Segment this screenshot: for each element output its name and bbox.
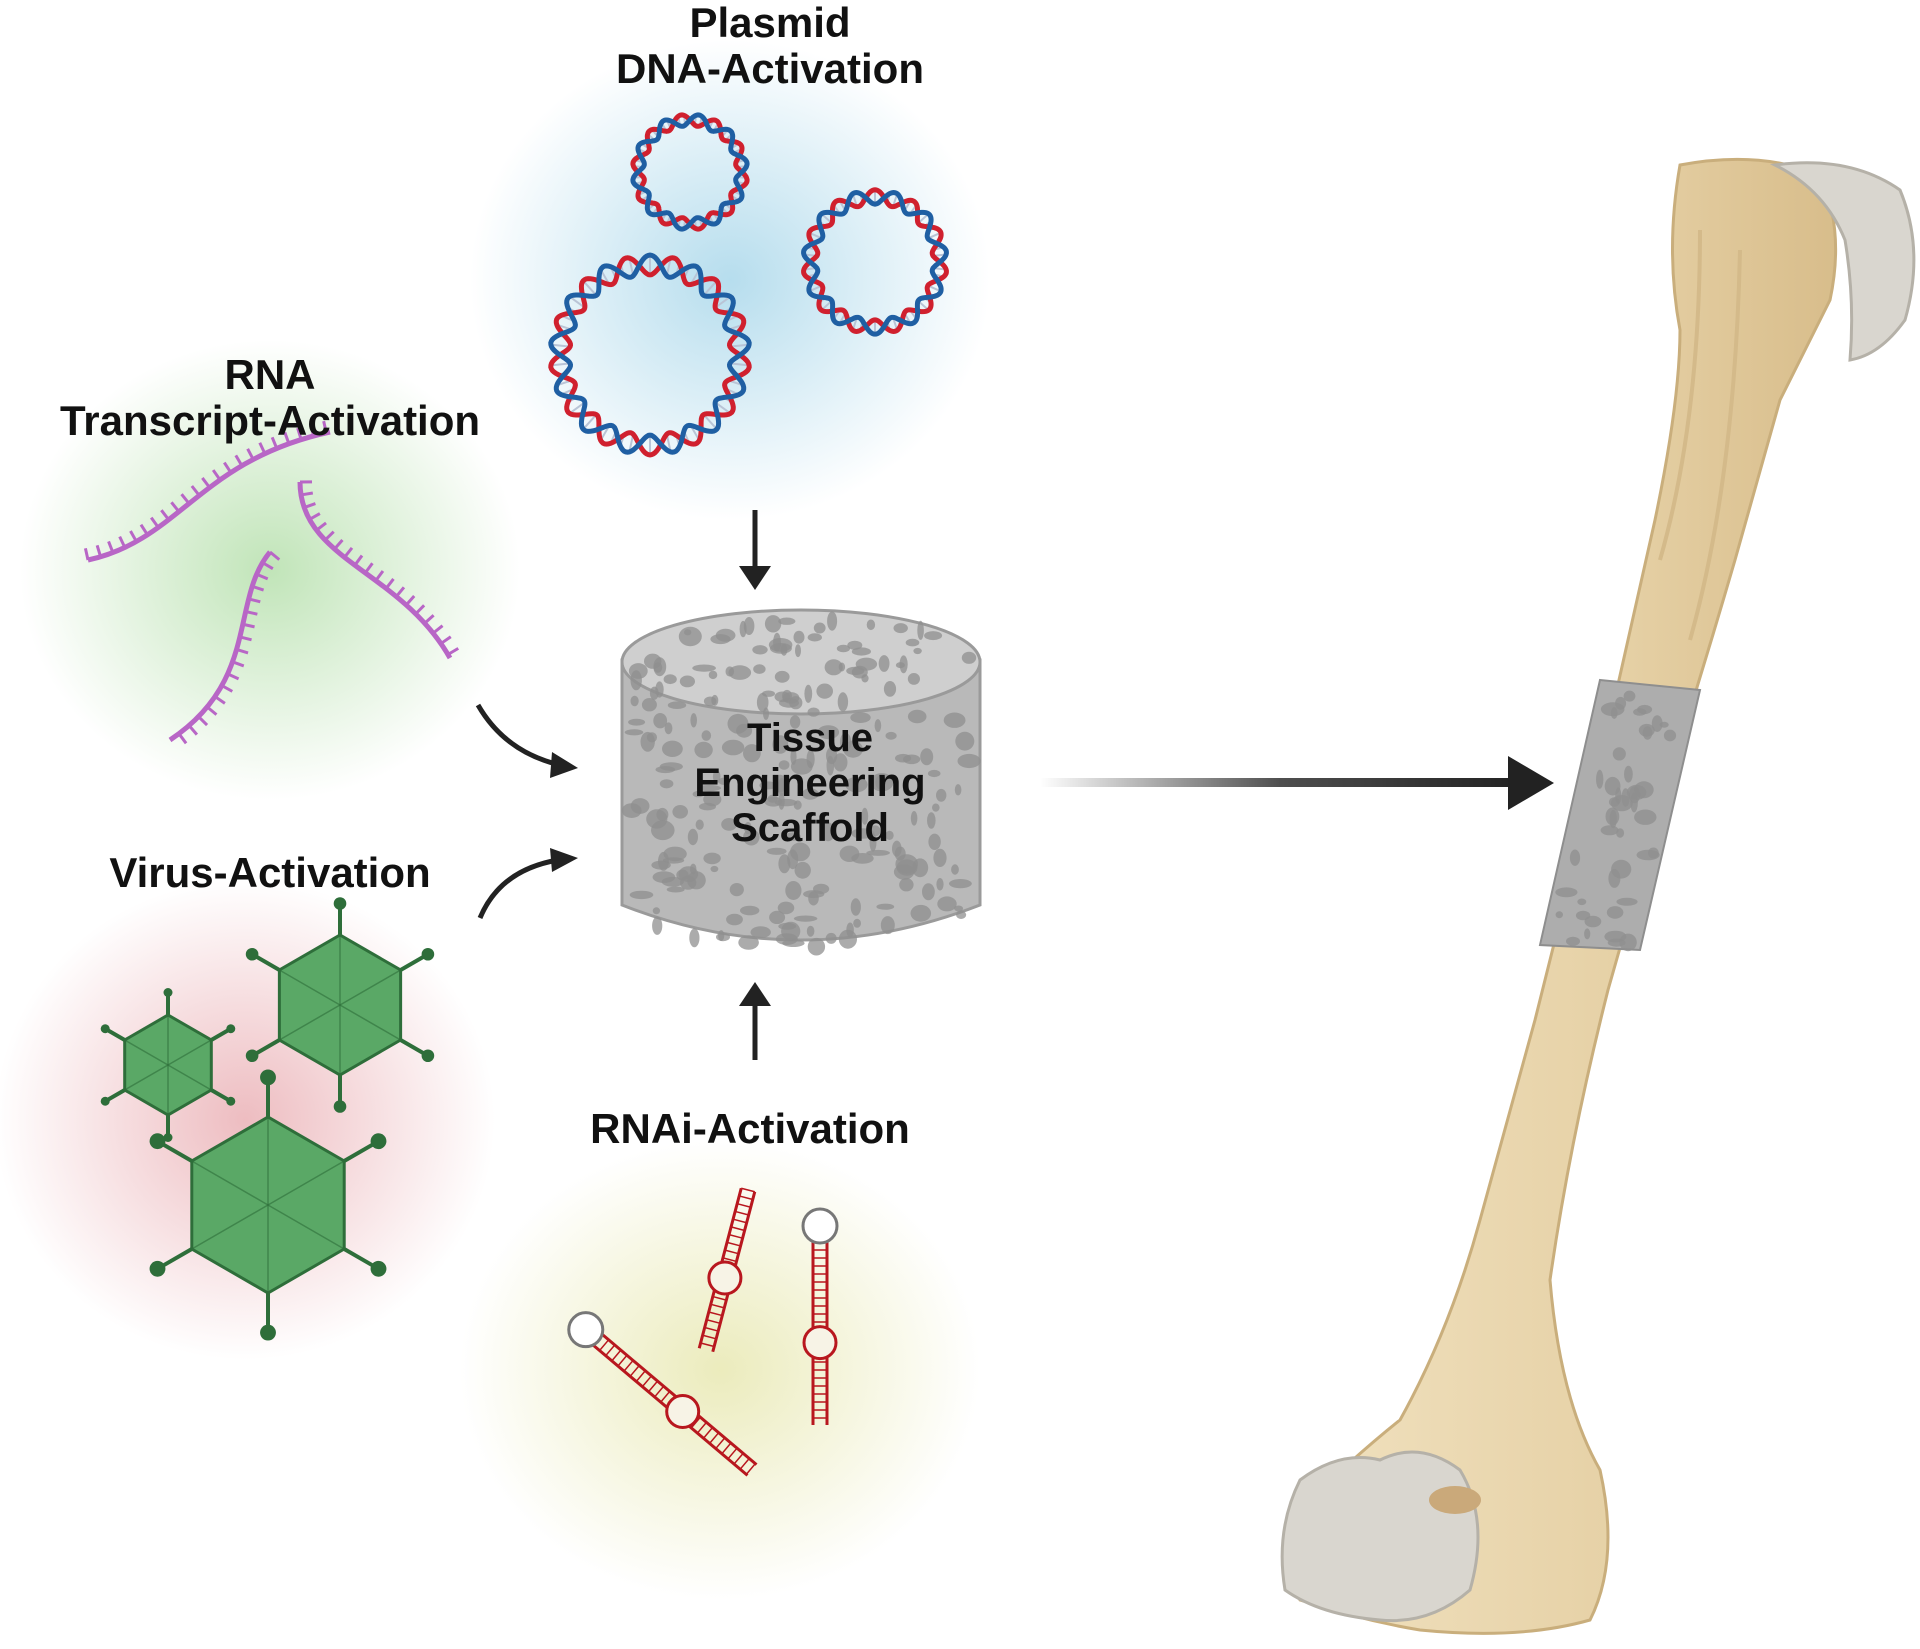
humerus-bone-icon: [1282, 159, 1914, 1633]
rnai-activation-label: RNAi-Activation: [500, 1106, 1000, 1152]
label-line: RNAi-Activation: [500, 1106, 1000, 1152]
plasmid-dna-activation-label: Plasmid DNA-Activation: [500, 0, 1040, 92]
label-line: Scaffold: [640, 806, 980, 851]
arrow-rna-to-scaffold: [478, 705, 578, 778]
rnai-glow: [460, 1140, 980, 1600]
label-line: Virus-Activation: [30, 850, 510, 896]
label-line: Plasmid: [500, 0, 1040, 46]
label-line: DNA-Activation: [500, 46, 1040, 92]
arrow-plasmid-to-scaffold: [739, 510, 771, 590]
tissue-engineering-scaffold-label: Tissue Engineering Scaffold: [640, 716, 980, 851]
arrow-rnai-to-scaffold: [739, 982, 771, 1060]
label-line: RNA: [0, 352, 540, 398]
virus-activation-label: Virus-Activation: [30, 850, 510, 896]
label-line: Engineering: [640, 761, 980, 806]
rna-transcript-activation-label: RNA Transcript-Activation: [0, 352, 540, 444]
label-line: Transcript-Activation: [0, 398, 540, 444]
plasmid-glow: [470, 40, 990, 520]
label-line: Tissue: [640, 716, 980, 761]
arrow-scaffold-to-bone: [1040, 756, 1554, 810]
